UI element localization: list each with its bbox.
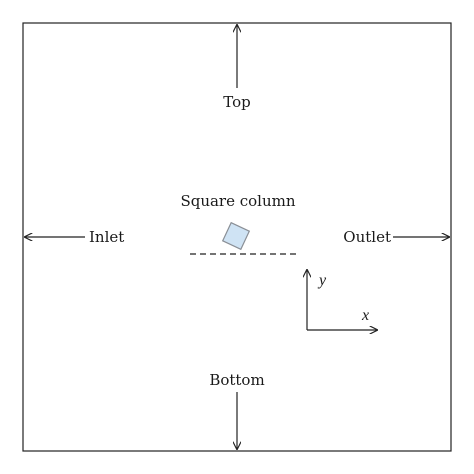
inlet-label: Inlet [89, 228, 124, 246]
square-column-label: Square column [180, 192, 295, 210]
y-axis-label: y [317, 272, 327, 289]
top-label: Top [223, 93, 250, 111]
domain-boundary [22, 22, 452, 452]
x-axis-label: x [361, 307, 369, 324]
outlet-label: Outlet [343, 228, 391, 246]
bottom-label: Bottom [209, 371, 264, 389]
square-column [221, 221, 251, 251]
